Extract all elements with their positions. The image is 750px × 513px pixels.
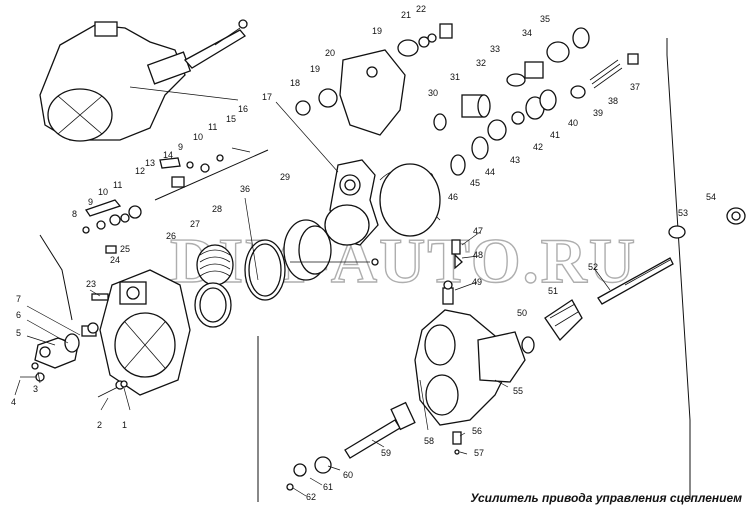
callout-label-7: 7 bbox=[16, 294, 21, 304]
callout-label-19a: 19 bbox=[310, 64, 320, 74]
callout-label-47: 47 bbox=[473, 226, 483, 236]
callout-label-30: 30 bbox=[428, 88, 438, 98]
callout-label-42: 42 bbox=[533, 142, 543, 152]
callout-label-41: 41 bbox=[550, 130, 560, 140]
assembled-booster-illustration bbox=[39, 19, 248, 142]
callout-label-61: 61 bbox=[323, 482, 333, 492]
callout-label-34: 34 bbox=[522, 28, 532, 38]
callout-label-16: 16 bbox=[238, 104, 248, 114]
callout-label-8: 8 bbox=[72, 209, 77, 219]
callout-label-56: 56 bbox=[472, 426, 482, 436]
callout-label-21: 21 bbox=[401, 10, 411, 20]
callout-label-37: 37 bbox=[630, 82, 640, 92]
callout-label-26: 26 bbox=[166, 231, 176, 241]
callout-labels: 1234567899101011111213141516171819192021… bbox=[11, 4, 716, 502]
callout-label-29: 29 bbox=[280, 172, 290, 182]
callout-label-36: 36 bbox=[240, 184, 250, 194]
callout-label-48: 48 bbox=[473, 250, 483, 260]
callout-label-6: 6 bbox=[16, 310, 21, 320]
callout-label-20: 20 bbox=[325, 48, 335, 58]
callout-label-19b: 19 bbox=[372, 26, 382, 36]
diagram-caption: Усилитель привода управления сцеплением bbox=[470, 491, 742, 505]
callout-label-53: 53 bbox=[678, 208, 688, 218]
callout-label-50: 50 bbox=[517, 308, 527, 318]
callout-label-43: 43 bbox=[510, 155, 520, 165]
callout-label-58: 58 bbox=[424, 436, 434, 446]
callout-label-62: 62 bbox=[306, 492, 316, 502]
callout-label-59: 59 bbox=[381, 448, 391, 458]
callout-label-31: 31 bbox=[450, 72, 460, 82]
callout-label-10a: 10 bbox=[98, 187, 108, 197]
left-parts bbox=[20, 147, 251, 398]
callout-label-40: 40 bbox=[568, 118, 578, 128]
callout-label-60: 60 bbox=[343, 470, 353, 480]
main-spring-group bbox=[379, 113, 489, 237]
callout-label-10b: 10 bbox=[193, 132, 203, 142]
callout-label-54: 54 bbox=[706, 192, 716, 202]
callout-label-9b: 9 bbox=[178, 142, 183, 152]
callout-label-4: 4 bbox=[11, 397, 16, 407]
callout-label-24: 24 bbox=[110, 255, 120, 265]
callout-label-44: 44 bbox=[485, 167, 495, 177]
callout-label-22: 22 bbox=[416, 4, 426, 14]
upper-center-parts bbox=[295, 23, 453, 246]
callout-label-57: 57 bbox=[474, 448, 484, 458]
callout-label-9a: 9 bbox=[88, 197, 93, 207]
callout-label-46: 46 bbox=[448, 192, 458, 202]
callout-label-39: 39 bbox=[593, 108, 603, 118]
leader-lines bbox=[14, 86, 611, 497]
callout-label-38: 38 bbox=[608, 96, 618, 106]
callout-label-55: 55 bbox=[513, 386, 523, 396]
callout-label-15: 15 bbox=[226, 114, 236, 124]
callout-label-45: 45 bbox=[470, 178, 480, 188]
callout-label-13: 13 bbox=[145, 158, 155, 168]
callout-label-33: 33 bbox=[490, 44, 500, 54]
callout-label-1: 1 bbox=[122, 420, 127, 430]
callout-label-28: 28 bbox=[212, 204, 222, 214]
right-upper-parts bbox=[461, 27, 639, 141]
callout-label-35: 35 bbox=[540, 14, 550, 24]
callout-label-27: 27 bbox=[190, 219, 200, 229]
callout-label-11b: 11 bbox=[208, 122, 217, 132]
callout-label-49: 49 bbox=[472, 277, 482, 287]
callout-label-11a: 11 bbox=[113, 180, 122, 190]
callout-label-3: 3 bbox=[33, 384, 38, 394]
callout-label-23: 23 bbox=[86, 279, 96, 289]
callout-label-52: 52 bbox=[588, 262, 598, 272]
center-parts bbox=[194, 219, 379, 328]
right-lower-parts bbox=[286, 207, 746, 491]
callout-label-14: 14 bbox=[163, 150, 173, 160]
callout-label-25: 25 bbox=[120, 244, 130, 254]
callout-label-12: 12 bbox=[135, 166, 145, 176]
callout-label-17: 17 bbox=[262, 92, 272, 102]
callout-label-51: 51 bbox=[548, 286, 558, 296]
callout-label-32: 32 bbox=[476, 58, 486, 68]
callout-label-2: 2 bbox=[97, 420, 102, 430]
callout-label-5: 5 bbox=[16, 328, 21, 338]
callout-label-18: 18 bbox=[290, 78, 300, 88]
